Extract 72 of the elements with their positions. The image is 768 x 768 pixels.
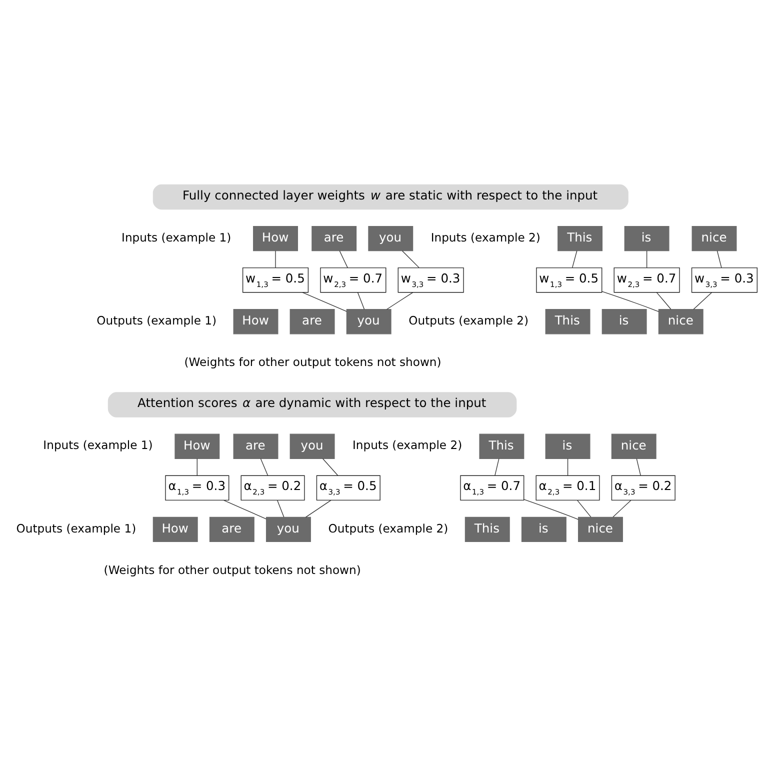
- node-box: α$_{3,3}$ = 0.5: [316, 475, 380, 500]
- label: Inputs (example 2): [352, 438, 462, 452]
- connector: [646, 250, 648, 268]
- node-box: you: [368, 226, 414, 252]
- node-box: are: [312, 226, 357, 252]
- label: Outputs (example 1): [16, 521, 136, 536]
- label: Outputs (example 2): [328, 521, 448, 536]
- connector: [223, 500, 266, 520]
- node-box: w$_{3,3}$ = 0.3: [398, 268, 464, 293]
- connector: [693, 292, 712, 310]
- node-box: This: [479, 434, 524, 459]
- node-box: is: [521, 516, 566, 542]
- connector: [260, 458, 268, 476]
- label: Inputs (example 1): [122, 230, 232, 244]
- node-box: w$_{1,3}$ = 0.5: [536, 268, 602, 293]
- node-box: Attention scores α are dynamic with respect to the input: [108, 392, 517, 418]
- node-box: nice: [658, 309, 704, 334]
- connector: [386, 292, 414, 310]
- node-box: are: [233, 434, 278, 459]
- connector: [275, 250, 276, 268]
- node-box: nice: [578, 516, 623, 542]
- connector: [567, 458, 568, 476]
- connector: [196, 458, 198, 476]
- node-box: nice: [692, 226, 737, 252]
- node-box: This: [558, 226, 603, 252]
- connector: [656, 292, 672, 310]
- connector: [339, 250, 348, 268]
- node-box: w$_{1,3}$ = 0.5: [242, 268, 309, 293]
- node-box: α$_{2,3}$ = 0.1: [536, 475, 600, 500]
- connector: [357, 292, 365, 310]
- connector: [572, 250, 578, 268]
- connector: [494, 458, 500, 476]
- node-box: w$_{3,3}$ = 0.3: [691, 268, 758, 293]
- connector: [302, 292, 347, 312]
- label: (Weights for other output tokens not shown): [184, 355, 442, 370]
- node-box: α$_{1,3}$ = 0.7: [460, 475, 524, 500]
- node-box: How: [174, 434, 220, 459]
- node-box: you: [290, 434, 335, 459]
- connector: [636, 458, 641, 476]
- label: Inputs (example 2): [430, 230, 540, 244]
- node-box: is: [624, 226, 670, 252]
- label: Outputs (example 2): [408, 313, 529, 328]
- node-box: w$_{2,3}$ = 0.7: [320, 268, 386, 293]
- node-box: How: [253, 226, 298, 252]
- connector: [612, 500, 632, 518]
- connector: [322, 458, 338, 476]
- node-box: How: [233, 309, 278, 334]
- node-box: is: [545, 434, 590, 459]
- node-box: nice: [611, 434, 656, 459]
- node-box: How: [152, 516, 198, 542]
- node-box: are: [290, 309, 335, 334]
- node-box: This: [464, 516, 510, 542]
- connector: [402, 250, 420, 268]
- connector: [305, 500, 332, 518]
- connector: [576, 500, 592, 518]
- label: (Weights for other output tokens not shown): [104, 562, 361, 577]
- label: Inputs (example 1): [43, 438, 153, 452]
- node-box: you: [266, 516, 311, 542]
- node-box: is: [602, 309, 647, 334]
- connector: [602, 291, 659, 312]
- connector: [276, 500, 284, 518]
- label: Outputs (example 1): [96, 313, 217, 328]
- connector: [716, 250, 722, 268]
- node-box: you: [346, 309, 392, 334]
- connector: [524, 499, 579, 520]
- node-box: α$_{3,3}$ = 0.2: [611, 475, 676, 500]
- node-box: α$_{1,3}$ = 0.3: [165, 475, 230, 500]
- node-box: w$_{2,3}$ = 0.7: [614, 268, 680, 293]
- node-box: This: [545, 309, 590, 334]
- node-box: Fully connected layer weights w are static with respect to the input: [152, 184, 628, 210]
- node-box: α$_{2,3}$ = 0.2: [240, 475, 305, 500]
- node-box: are: [209, 516, 254, 542]
